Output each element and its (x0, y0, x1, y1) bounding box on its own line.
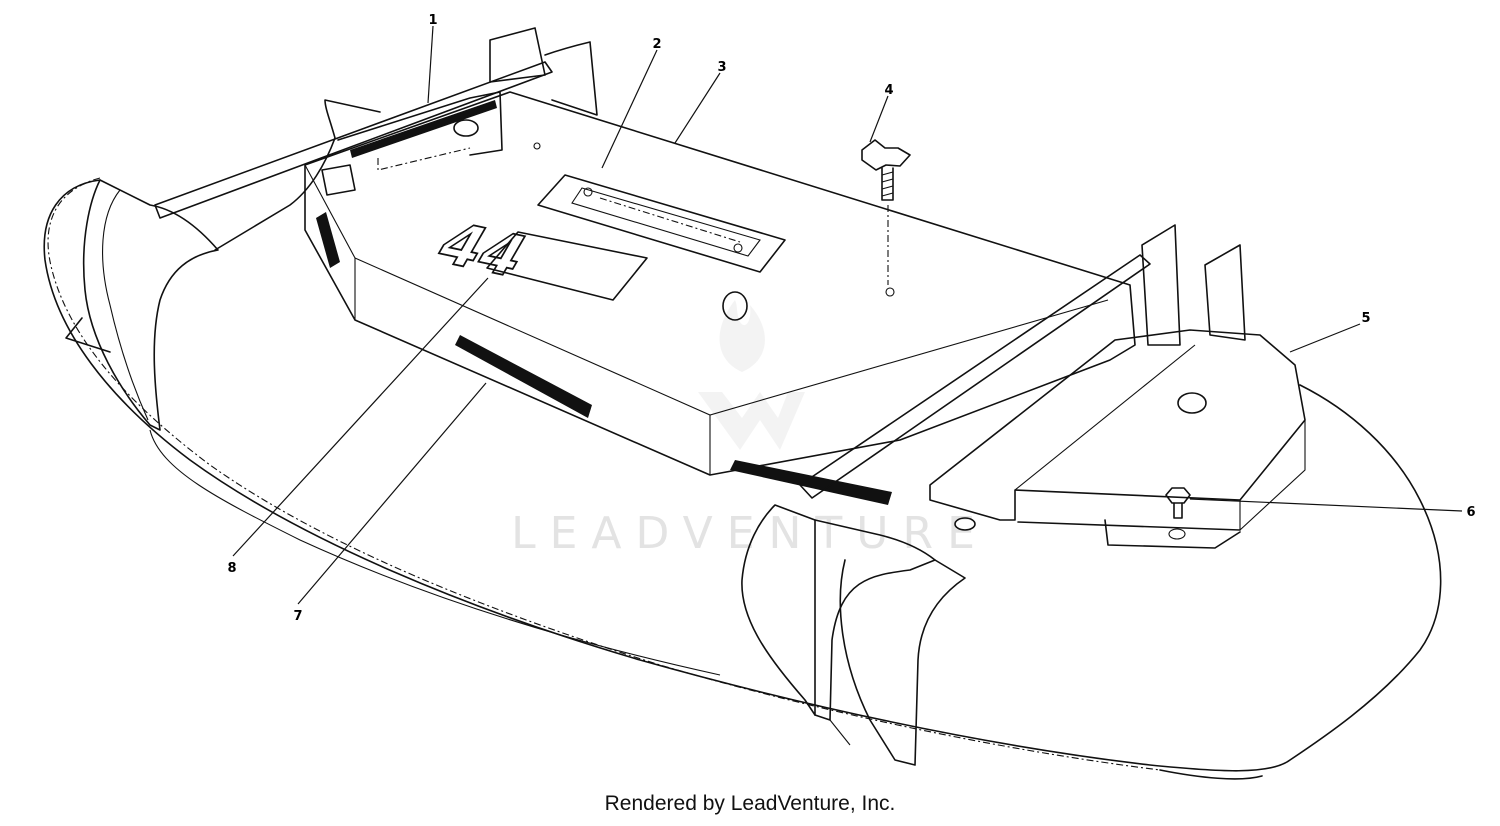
callout-8: 8 (227, 561, 236, 576)
bolt (1165, 487, 1191, 519)
callout-3: 3 (717, 60, 726, 75)
callout-1: 1 (428, 13, 437, 28)
wing-knob (861, 139, 911, 285)
deck-shell (43, 99, 1442, 780)
render-credit: Rendered by LeadVenture, Inc. (604, 792, 896, 815)
decal-plate (537, 174, 786, 273)
size-decal-number: 44 (425, 212, 539, 290)
callout-2: 2 (652, 37, 661, 52)
right-cover-assembly (799, 224, 1306, 549)
size-decal: 44 (424, 211, 648, 301)
rear-rod-assembly (154, 27, 598, 219)
leader-lines (232, 25, 1463, 605)
callout-7: 7 (293, 609, 302, 624)
deck-cover (304, 91, 1136, 505)
callout-6: 6 (1466, 505, 1475, 520)
right-chute-flaps (741, 504, 966, 766)
callouts: 1 2 3 4 5 6 7 8 (227, 13, 1475, 624)
callout-5: 5 (1361, 311, 1370, 326)
cover-hole (722, 291, 748, 321)
watermark-text: LEADVENTURE (511, 508, 989, 559)
callout-4: 4 (884, 83, 893, 98)
watermark-logo (698, 300, 805, 450)
